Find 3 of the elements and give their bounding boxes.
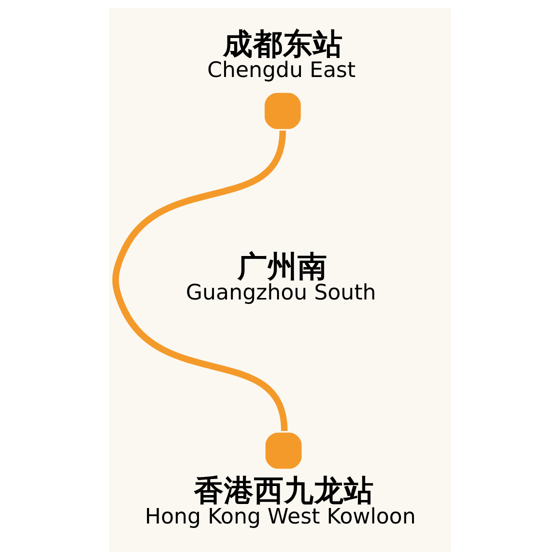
connector <box>112 130 288 432</box>
node-circle <box>266 432 302 469</box>
node-circle <box>264 92 301 129</box>
